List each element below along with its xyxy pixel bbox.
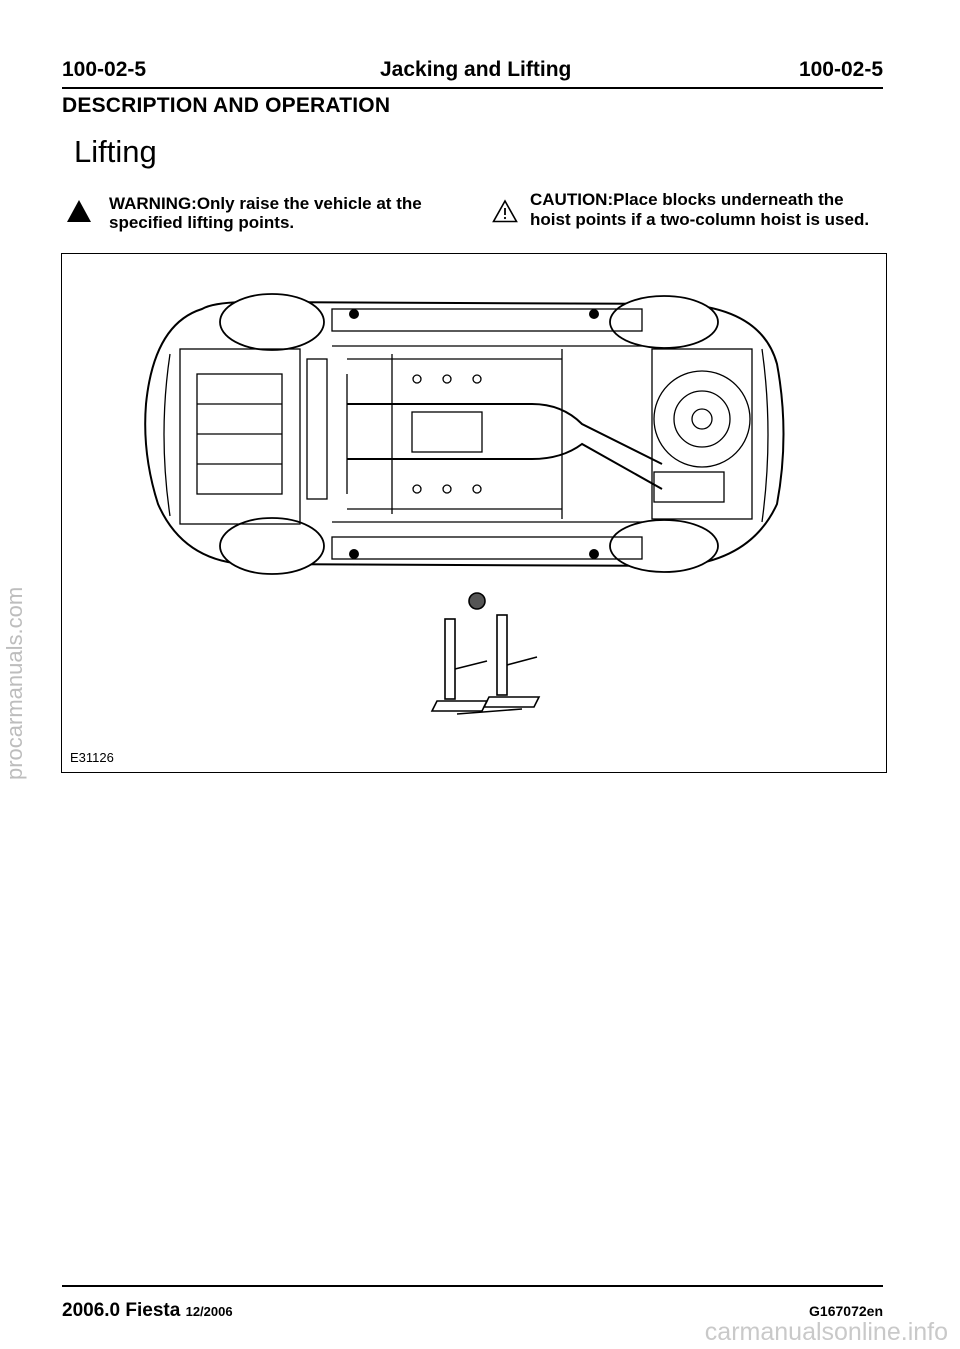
footer-date: 12/2006 bbox=[185, 1304, 233, 1319]
footer-model: 2006.0 Fiesta 12/2006 bbox=[62, 1300, 233, 1322]
warning-line-1: WARNING:Only raise the vehicle at the bbox=[109, 194, 422, 213]
page-number-right: 100-02-5 bbox=[798, 58, 883, 81]
figure-label: E31126 bbox=[70, 750, 114, 765]
side-watermark: procarmanuals.com bbox=[2, 586, 27, 780]
section-heading: DESCRIPTION AND OPERATION bbox=[62, 94, 391, 117]
warning-triangle-filled-icon bbox=[67, 200, 91, 222]
figure-box bbox=[61, 253, 887, 773]
two-column-hoist-icon bbox=[430, 592, 541, 715]
header-rule bbox=[62, 87, 883, 89]
footer-code: G167072en bbox=[809, 1303, 883, 1319]
document-title: Lifting bbox=[74, 134, 157, 169]
caution-icon-wrap bbox=[492, 199, 518, 228]
footer-model-text: 2006.0 Fiesta bbox=[62, 1300, 181, 1321]
caution-triangle-outline-icon bbox=[492, 199, 518, 223]
caution-line-2: hoist points if a two-column hoist is us… bbox=[530, 210, 870, 229]
footer-rule bbox=[62, 1285, 883, 1287]
warning-line-2: specified lifting points. bbox=[109, 213, 295, 232]
page-title: Jacking and Lifting bbox=[380, 58, 572, 81]
caution-line-1: CAUTION:Place blocks underneath the bbox=[530, 190, 844, 209]
page-number-left: 100-02-5 bbox=[62, 58, 147, 81]
vehicle-underside-icon bbox=[144, 293, 785, 575]
bottom-watermark: carmanualsonline.info bbox=[704, 1318, 948, 1346]
warning-block bbox=[66, 199, 92, 228]
